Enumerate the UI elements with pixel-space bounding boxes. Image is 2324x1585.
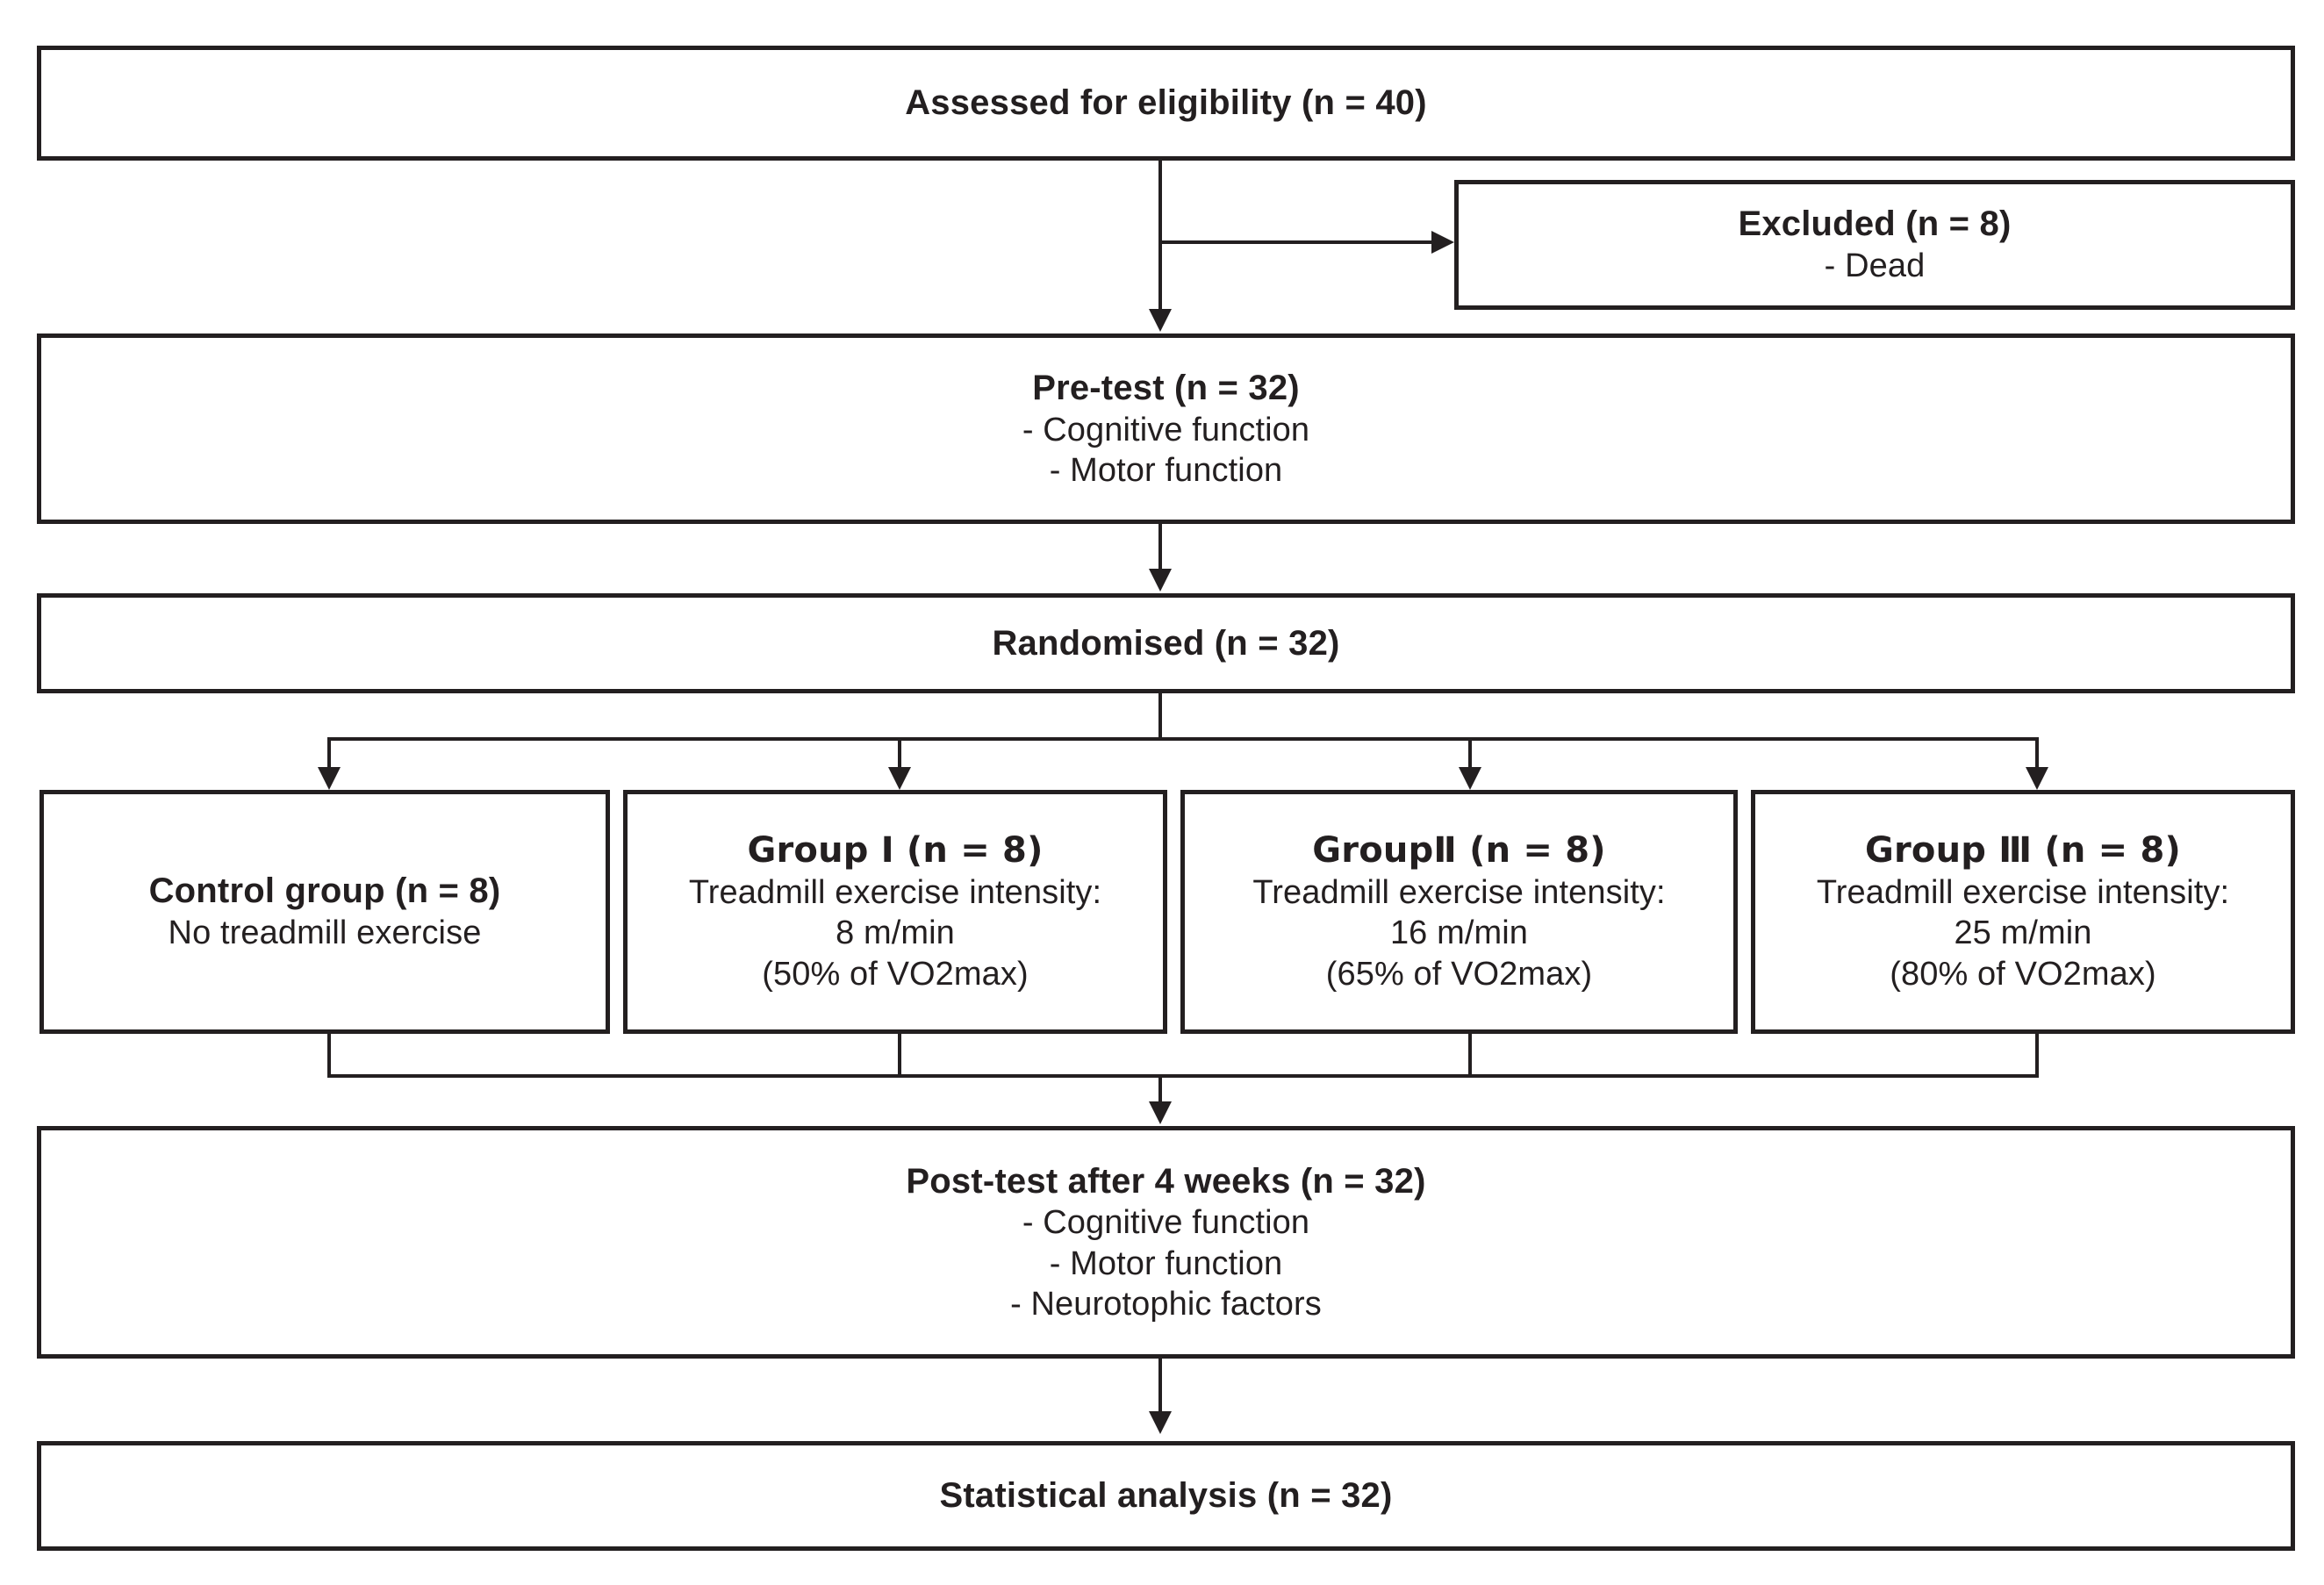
node-group3-line-3: (80% of VO2max) (1890, 955, 2156, 993)
node-excluded-line-1: - Dead (1824, 247, 1926, 285)
node-control-group: Control group (n = 8) No treadmill exerc… (39, 790, 610, 1034)
node-control-line-1: No treadmill exercise (168, 914, 482, 952)
node-group3-line-2: 25 m/min (1954, 914, 2092, 952)
node-assessed-title: Assessed for eligibility (n = 40) (905, 83, 1427, 123)
node-statistics-title: Statistical analysis (n = 32) (939, 1476, 1393, 1516)
connector-randomised-split-bar (327, 737, 2039, 741)
node-group1-line-1: Treadmill exercise intensity: (688, 873, 1102, 911)
connector-merge-to-posttest-line (1158, 1074, 1162, 1105)
connector-control-to-merge-line (327, 1034, 331, 1078)
node-group3-title: Group Ⅲ (n = 8) (1864, 830, 2182, 871)
connector-randomised-to-control-arrow (318, 767, 341, 790)
connector-pretest-to-randomised-arrow (1149, 569, 1172, 592)
node-pretest-line-1: - Cognitive function (1022, 411, 1310, 448)
node-pretest-title: Pre-test (n = 32) (1032, 368, 1300, 407)
connector-randomised-split-stem (1158, 693, 1162, 739)
node-group2-line-1: Treadmill exercise intensity: (1252, 873, 1666, 911)
node-group-1: Group Ⅰ (n = 8) Treadmill exercise inten… (623, 790, 1167, 1034)
node-group1-line-3: (50% of VO2max) (762, 955, 1029, 993)
node-posttest-line-1: - Cognitive function (1022, 1204, 1310, 1242)
connector-posttest-to-statistics-arrow (1149, 1411, 1172, 1434)
connector-groups-merge-bar (327, 1074, 2039, 1078)
connector-group2-to-merge-line (1468, 1034, 1472, 1078)
node-group3-line-1: Treadmill exercise intensity: (1816, 873, 2230, 911)
node-group1-line-2: 8 m/min (836, 914, 955, 952)
node-pre-test: Pre-test (n = 32) - Cognitive function -… (37, 333, 2295, 524)
node-excluded: Excluded (n = 8) - Dead (1454, 180, 2295, 310)
node-post-test: Post-test after 4 weeks (n = 32) - Cogni… (37, 1126, 2295, 1359)
node-excluded-title: Excluded (n = 8) (1738, 204, 2012, 244)
node-pretest-line-2: - Motor function (1049, 451, 1283, 489)
connector-randomised-to-group1-line (898, 737, 901, 771)
node-posttest-line-2: - Motor function (1049, 1244, 1283, 1282)
connector-merge-to-posttest-arrow (1149, 1101, 1172, 1124)
connector-randomised-to-group1-arrow (888, 767, 911, 790)
connector-group1-to-merge-line (898, 1034, 901, 1078)
node-group2-line-3: (65% of VO2max) (1325, 955, 1593, 993)
connector-randomised-to-group3-arrow (2026, 767, 2048, 790)
connector-assessed-to-excluded-arrow (1431, 231, 1454, 254)
connector-randomised-to-group3-line (2035, 737, 2039, 771)
node-randomised-title: Randomised (n = 32) (992, 623, 1340, 663)
node-posttest-line-3: - Neurotophic factors (1010, 1286, 1322, 1323)
node-group-2: GroupⅡ (n = 8) Treadmill exercise intens… (1180, 790, 1738, 1034)
connector-assessed-to-excluded-line (1160, 240, 1433, 244)
connector-pretest-to-randomised-line (1158, 524, 1162, 570)
connector-group3-to-merge-line (2035, 1034, 2039, 1078)
connector-posttest-to-statistics-line (1158, 1359, 1162, 1413)
connector-randomised-to-group2-arrow (1459, 767, 1481, 790)
connector-assessed-to-pretest-line (1158, 161, 1162, 312)
connector-assessed-to-pretest-arrow (1149, 309, 1172, 332)
connector-randomised-to-control-line (327, 737, 331, 771)
node-posttest-title: Post-test after 4 weeks (n = 32) (906, 1161, 1426, 1201)
node-group1-title: Group Ⅰ (n = 8) (747, 830, 1044, 871)
node-group-3: Group Ⅲ (n = 8) Treadmill exercise inten… (1751, 790, 2295, 1034)
node-group2-title: GroupⅡ (n = 8) (1312, 830, 1606, 871)
connector-randomised-to-group2-line (1468, 737, 1472, 771)
node-assessed-for-eligibility: Assessed for eligibility (n = 40) (37, 46, 2295, 161)
node-statistical-analysis: Statistical analysis (n = 32) (37, 1441, 2295, 1551)
node-group2-line-2: 16 m/min (1389, 914, 1529, 952)
node-randomised: Randomised (n = 32) (37, 593, 2295, 693)
node-control-title: Control group (n = 8) (148, 871, 501, 911)
